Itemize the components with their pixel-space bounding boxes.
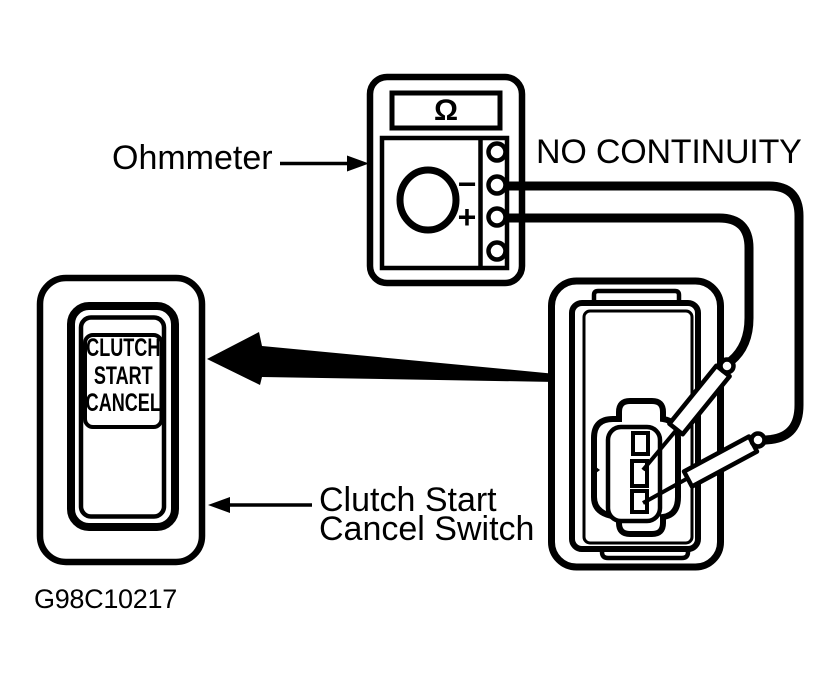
ohmmeter-pointer-head: [347, 155, 369, 172]
positive-probe-needle: [641, 426, 680, 472]
positive-probe-barrel: [667, 363, 732, 437]
positive-probe-butt: [718, 357, 736, 375]
connector-terminal-2: [630, 459, 649, 488]
negative-probe-needle: [642, 475, 691, 505]
meter-display-window: [389, 90, 503, 131]
negative-test-probe: [642, 431, 767, 505]
connector-keyway-notch: [592, 464, 600, 476]
connector-terminal-1: [631, 431, 650, 456]
switch-callout-label: Clutch Start Cancel Switch: [319, 481, 535, 548]
switch-front-view: [36, 274, 206, 566]
switch-button-text-line1: CLUTCH: [86, 334, 161, 362]
no-continuity-label: NO CONTINUITY: [536, 133, 802, 171]
negative-terminal-label: −: [457, 166, 477, 202]
rear-switch-inner-frame-thin: [582, 309, 694, 545]
negative-lead-wire: [506, 181, 804, 445]
meter-terminal-4: [486, 240, 508, 262]
switch-rear-view: [548, 277, 724, 571]
positive-lead-wire: [506, 213, 754, 365]
ohmmeter-pointer: [280, 155, 369, 172]
switch-pointer-head: [208, 497, 230, 513]
switch-button-text-line2: START: [93, 361, 153, 390]
ohmmeter-label: Ohmmeter: [112, 139, 273, 177]
ohm-symbol: Ω: [433, 94, 459, 127]
meter-terminal-2-negative: [486, 174, 508, 196]
switch-callout-line1: Clutch Start: [319, 481, 497, 519]
positive-terminal-label: +: [457, 199, 477, 235]
switch-label-pointer: [208, 497, 312, 513]
front-switch-label-plate: [83, 333, 164, 429]
negative-probe-barrel: [681, 434, 760, 489]
switch-button-text: CLUTCH START CANCEL: [85, 334, 162, 418]
negative-probe-butt: [749, 431, 767, 449]
positive-test-probe: [641, 357, 736, 472]
ohmmeter-illustration: [366, 73, 526, 287]
switch-callout-line2: Cancel Switch: [319, 509, 535, 548]
meter-terminal-1: [486, 141, 508, 163]
meter-terminal-3-positive: [486, 206, 508, 228]
correspondence-arrow: [207, 332, 556, 385]
switch-button-text-line3: CANCEL: [85, 389, 161, 417]
figure-code: G98C10217: [34, 584, 177, 614]
meter-dial-knob: [396, 166, 460, 234]
